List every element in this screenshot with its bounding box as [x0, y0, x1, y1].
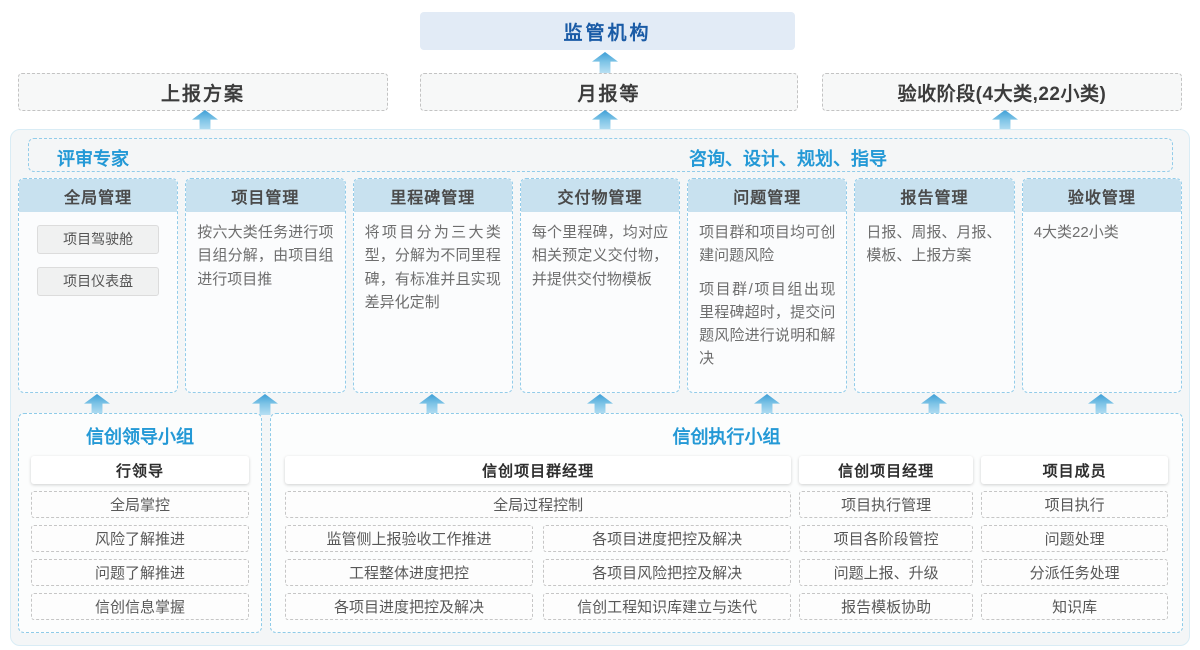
regulator-label: 监管机构: [563, 22, 652, 44]
task-item: 各项目进度把控及解决: [543, 525, 792, 552]
task-item: 工程整体进度把控: [285, 559, 534, 586]
column-title: 验收管理: [1022, 179, 1181, 212]
task-item: 知识库: [981, 593, 1168, 620]
task-item: 项目各阶段管控: [799, 525, 974, 552]
channel-acceptance-stage: 验收阶段(4大类,22小类): [822, 73, 1182, 111]
feature-card: 项目仪表盘: [37, 267, 160, 296]
column-title: 交付物管理: [520, 179, 680, 212]
task-item: 分派任务处理: [981, 559, 1168, 586]
experts-label: 评审专家: [57, 149, 129, 169]
task-item: 报告模板协助: [799, 593, 974, 620]
up-arrow-icon: [592, 110, 618, 131]
column-acceptance-management: 验收管理 4大类22小类: [1021, 178, 1182, 393]
project-members-section: 项目成员 项目执行 问题处理 分派任务处理 知识库: [981, 456, 1168, 627]
description-paragraph: 项目群/项目组出现里程碑超时，提交问题风险进行说明和解决: [699, 280, 836, 368]
leadership-group-title: 信创领导小组: [86, 427, 194, 447]
role-project-manager: 信创项目经理: [799, 456, 974, 484]
column-title: 里程碑管理: [353, 179, 512, 212]
task-item: 信创信息掌握: [31, 593, 249, 620]
column-deliverable-management: 交付物管理 每个里程碑，均对应相关预定义交付物，并提供交付物模板: [519, 178, 681, 393]
column-description: 将项目分为三大类型，分解为不同里程碑，有标准并且实现差异化定制: [364, 224, 501, 311]
task-item: 问题上报、升级: [799, 559, 974, 586]
role-bank-leader: 行领导: [31, 456, 249, 484]
program-manager-tasks: 全局过程控制 监管侧上报验收工作推进 各项目进度把控及解决 工程整体进度把控 各…: [285, 491, 792, 627]
column-report-management: 报告管理 日报、周报、月报、模板、上报方案: [854, 178, 1015, 393]
feature-card: 项目驾驶舱: [37, 225, 160, 254]
column-issue-management: 问题管理 项目群和项目均可创建问题风险 项目群/项目组出现里程碑超时，提交问题风…: [687, 178, 848, 393]
panel-header: 评审专家 咨询、设计、规划、指导: [28, 138, 1173, 172]
project-manager-section: 信创项目经理 项目执行管理 项目各阶段管控 问题上报、升级 报告模板协助: [799, 456, 974, 627]
role-project-member: 项目成员: [981, 456, 1168, 484]
column-title: 问题管理: [688, 179, 847, 212]
task-item: 各项目进度把控及解决: [285, 593, 534, 620]
channel-monthly-report: 月报等: [420, 73, 798, 111]
task-item: 监管侧上报验收工作推进: [285, 525, 534, 552]
column-body: 项目驾驶舱 项目仪表盘: [19, 212, 177, 322]
guidance-label: 咨询、设计、规划、指导: [689, 149, 887, 169]
task-item: 项目执行: [981, 491, 1168, 518]
task-item: 风险了解推进: [31, 525, 249, 552]
execution-group: 信创执行小组 信创项目群经理 全局过程控制 监管侧上报验收工作推进 各项目进度把…: [270, 413, 1183, 633]
column-project-management: 项目管理 按六大类任务进行项目组分解，由项目组进行项目推: [185, 178, 346, 393]
leadership-group: 信创领导小组 行领导 全局掌控 风险了解推进 问题了解推进 信创信息掌握: [18, 413, 262, 633]
task-item: 项目执行管理: [799, 491, 974, 518]
column-milestone-management: 里程碑管理 将项目分为三大类型，分解为不同里程碑，有标准并且实现差异化定制: [352, 178, 513, 393]
execution-sections: 信创项目群经理 全局过程控制 监管侧上报验收工作推进 各项目进度把控及解决 工程…: [271, 454, 1182, 627]
channel-label: 验收阶段(4大类,22小类): [897, 83, 1107, 105]
task-item: 问题了解推进: [31, 559, 249, 586]
execution-group-title: 信创执行小组: [672, 427, 781, 447]
column-description: 按六大类任务进行项目组分解，由项目组进行项目推: [197, 224, 334, 288]
management-columns: 全局管理 项目驾驶舱 项目仪表盘 项目管理 按六大类任务进行项目组分解，由项目组…: [18, 178, 1182, 393]
column-description: 4大类22小类: [1033, 224, 1119, 241]
task-item: 全局过程控制: [285, 491, 792, 518]
column-description: 每个里程碑，均对应相关预定义交付物，并提供交付物模板: [531, 224, 669, 288]
task-item: 各项目风险把控及解决: [543, 559, 792, 586]
up-arrow-icon: [592, 52, 618, 73]
up-arrow-icon: [992, 110, 1018, 131]
description-paragraph: 项目群和项目均可创建问题风险: [699, 224, 836, 265]
task-item: 问题处理: [981, 525, 1168, 552]
channel-label: 上报方案: [160, 83, 245, 105]
role-program-manager: 信创项目群经理: [285, 456, 792, 484]
task-item: 全局掌控: [31, 491, 249, 518]
column-global-management: 全局管理 项目驾驶舱 项目仪表盘: [18, 178, 179, 393]
channel-report-plan: 上报方案: [18, 73, 388, 111]
regulator-box: 监管机构: [420, 12, 795, 50]
column-description: 日报、周报、月报、模板、上报方案: [866, 224, 1002, 265]
column-title: 报告管理: [855, 179, 1014, 212]
column-description: 项目群和项目均可创建问题风险 项目群/项目组出现里程碑超时，提交问题风险进行说明…: [688, 212, 846, 380]
up-arrow-icon: [192, 110, 218, 131]
task-item: 信创工程知识库建立与迭代: [543, 593, 792, 620]
program-manager-section: 信创项目群经理 全局过程控制 监管侧上报验收工作推进 各项目进度把控及解决 工程…: [285, 456, 792, 627]
column-title: 项目管理: [186, 179, 345, 212]
column-title: 全局管理: [19, 179, 178, 212]
channel-label: 月报等: [577, 83, 641, 105]
